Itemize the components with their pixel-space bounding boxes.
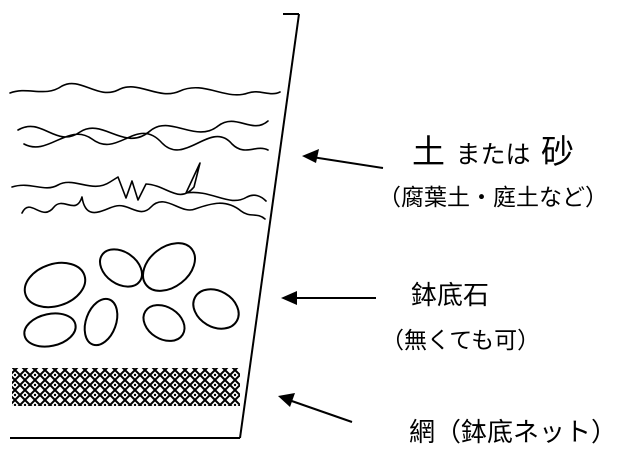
soil-squiggle-1	[9, 82, 281, 96]
stone-6	[142, 304, 186, 342]
soil-arrow	[302, 149, 384, 169]
stone-1	[23, 261, 87, 309]
left-arrow-icon	[281, 291, 297, 305]
soil-squiggle-3	[11, 162, 267, 202]
pot-outline	[10, 13, 300, 439]
soil-squiggle-2	[17, 120, 269, 151]
net-title: 網（鉢底ネット）	[409, 418, 618, 448]
soil-note: （腐葉土・庭土など）	[378, 185, 608, 211]
soil-title-end: 砂	[541, 132, 575, 171]
soil-layer	[9, 82, 281, 220]
net-layer	[12, 368, 240, 406]
stone-2	[99, 248, 143, 288]
stone-4	[23, 312, 77, 348]
soil-title: 土 または 砂	[412, 135, 574, 168]
stone-3	[142, 242, 196, 292]
soil-title-mid: または	[455, 140, 531, 169]
stone-title: 鉢底石	[411, 281, 490, 311]
arrows	[278, 149, 384, 423]
stone-arrow	[281, 291, 376, 305]
net-arrow	[278, 393, 353, 423]
stone-note: （無くても可）	[381, 328, 541, 354]
left-arrow-icon	[278, 393, 295, 407]
stone-7	[192, 288, 240, 330]
stone-layer	[23, 242, 240, 348]
pot-wall-line	[239, 13, 300, 439]
soil-title-main: 土	[412, 132, 445, 171]
stone-5	[83, 297, 119, 347]
soil-squiggle-4	[21, 196, 266, 220]
left-arrow-icon	[302, 149, 319, 163]
